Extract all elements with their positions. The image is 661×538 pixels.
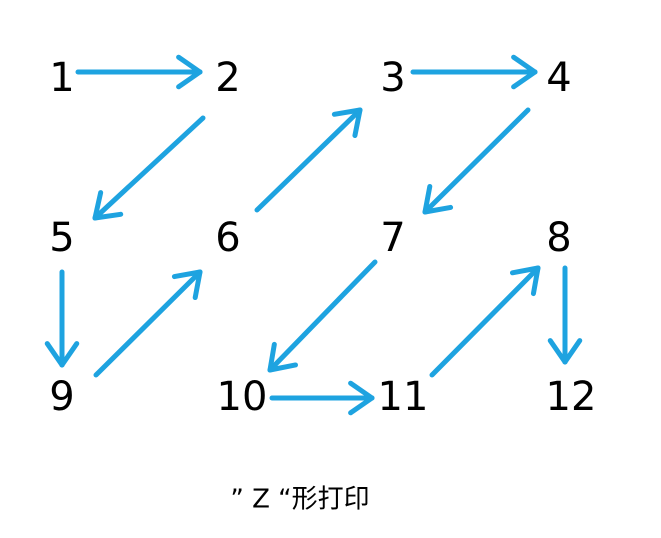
arrow-head (352, 107, 363, 139)
arrow-shaft (93, 269, 203, 378)
arrow-head (267, 362, 299, 373)
node-5: 5 (49, 215, 75, 261)
arrow-head (92, 190, 104, 221)
arrow-head (171, 269, 203, 280)
arrow-5-to-9 (44, 269, 80, 368)
node-4: 4 (546, 55, 572, 101)
arrow-head (92, 211, 124, 221)
node-1: 1 (49, 55, 75, 101)
arrow-head (348, 395, 375, 416)
arrow-head (59, 341, 80, 368)
arrow-head (422, 183, 433, 215)
arrow-head (331, 107, 363, 117)
arrow-head (547, 338, 568, 365)
arrow-3-to-4 (410, 54, 538, 90)
arrow-head (562, 338, 583, 365)
arrow-1-to-2 (75, 54, 203, 90)
arrow-head (176, 54, 203, 75)
node-11: 11 (377, 374, 429, 420)
arrow-head (267, 341, 277, 373)
arrow-11-to-8 (429, 265, 541, 378)
arrow-2-to-5 (92, 115, 206, 221)
arrow-head (44, 341, 65, 368)
arrow-8-to-12 (547, 265, 583, 365)
arrow-shaft (254, 107, 363, 213)
arrow-head (422, 204, 454, 215)
node-2: 2 (215, 55, 241, 101)
arrow-head (530, 265, 541, 297)
arrow-shaft (429, 265, 541, 378)
arrow-shaft (92, 115, 206, 221)
node-3: 3 (380, 55, 406, 101)
arrow-head (509, 265, 541, 276)
arrow-9-to-6 (93, 269, 203, 378)
arrow-10-to-11 (269, 380, 375, 416)
arrow-head (511, 69, 538, 90)
arrow-shaft (267, 259, 378, 373)
arrow-head (176, 69, 203, 90)
arrow-7-to-10 (267, 259, 378, 373)
arrow-shaft (422, 107, 531, 215)
node-10: 10 (216, 374, 268, 420)
arrow-4-to-7 (422, 107, 531, 215)
diagram-caption: ” Z “形打印 (230, 484, 370, 515)
arrow-head (348, 380, 375, 401)
arrow-head (192, 269, 203, 301)
node-8: 8 (546, 215, 572, 261)
arrow-head (511, 54, 538, 75)
node-7: 7 (380, 215, 406, 261)
node-9: 9 (49, 374, 75, 420)
arrow-6-to-3 (254, 107, 363, 213)
node-12: 12 (545, 374, 597, 420)
node-6: 6 (215, 215, 241, 261)
